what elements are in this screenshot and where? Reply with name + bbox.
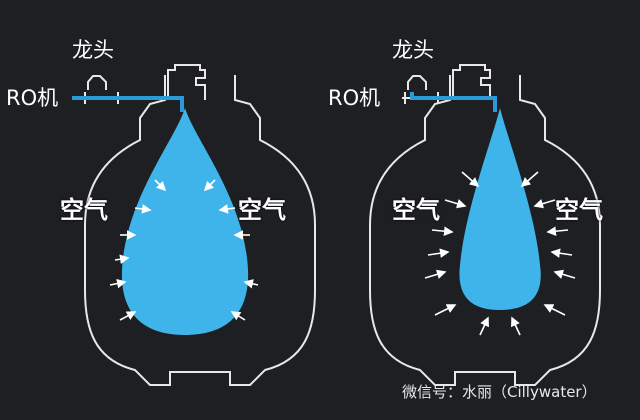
pipe-right xyxy=(410,92,497,112)
tank-right-cap xyxy=(452,64,491,100)
tank-right-outline xyxy=(369,75,601,386)
water-bladder-right xyxy=(459,108,541,310)
air-label-left-1: 空气 xyxy=(60,196,108,224)
faucet-label-left: 龙头 xyxy=(72,38,114,62)
air-pressure-arrows-left xyxy=(109,179,259,321)
faucet-label-right: 龙头 xyxy=(392,38,434,62)
tank-right xyxy=(369,64,601,386)
air-pressure-arrows-right xyxy=(424,171,576,336)
air-label-right-2: 空气 xyxy=(555,196,603,224)
tank-left-outline xyxy=(84,75,316,386)
ro-label-right: RO机 xyxy=(328,86,381,110)
water-bladder-left xyxy=(121,108,249,335)
tank-left xyxy=(72,64,316,386)
tank-left-cap xyxy=(167,64,206,100)
air-label-right-1: 空气 xyxy=(392,196,440,224)
pipe-left xyxy=(72,96,184,112)
watermark-text: 微信号：水丽（Cillywater） xyxy=(402,383,597,401)
ro-label-left: RO机 xyxy=(6,86,59,110)
air-label-left-2: 空气 xyxy=(238,196,286,224)
